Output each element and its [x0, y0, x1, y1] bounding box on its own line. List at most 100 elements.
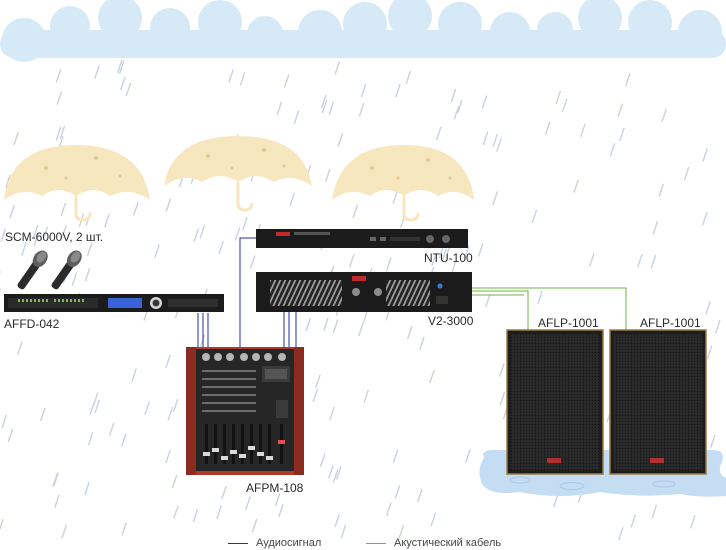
rain-drop	[194, 229, 198, 241]
rain-drop	[556, 91, 560, 103]
rain-drop	[497, 139, 501, 151]
rain-drop	[200, 226, 204, 238]
rain-drop	[590, 254, 594, 266]
rain-drop	[610, 144, 614, 156]
rain-drop	[329, 102, 333, 114]
rain-drop	[121, 78, 125, 90]
rain-drop	[335, 515, 339, 527]
speaker-right	[610, 330, 706, 474]
speaker-left	[507, 330, 603, 474]
rain-drop	[619, 528, 623, 540]
rain-drop	[222, 487, 226, 499]
label-player: NTU-100	[424, 251, 473, 265]
processor-affd-042	[4, 294, 224, 312]
rain-drop	[251, 256, 255, 268]
label-speaker-right: AFLP-1001	[640, 316, 701, 330]
rain-drop	[364, 390, 368, 402]
rain-drop	[324, 318, 328, 330]
rain-drop	[360, 104, 364, 116]
rain-drop	[484, 132, 488, 144]
rain-drop	[85, 269, 89, 281]
rain-drop	[711, 435, 715, 447]
rain-drop	[326, 169, 330, 181]
rain-drop	[253, 519, 257, 531]
legend-audio-swatch	[228, 543, 248, 544]
rain-drop	[546, 122, 550, 134]
rain-drop	[338, 134, 342, 146]
rain-drop	[168, 408, 172, 420]
legend-audio-label: Аудиосигнал	[256, 537, 321, 549]
rain-drop	[396, 486, 400, 498]
rain-drop	[277, 103, 281, 115]
rain-drop	[420, 337, 424, 349]
rain-drop	[653, 222, 657, 234]
rain-drop	[364, 310, 368, 322]
rain-drop	[295, 111, 299, 123]
rain-drop	[350, 255, 354, 267]
rain-drop	[110, 423, 114, 435]
rain-drop	[145, 402, 149, 414]
label-speaker-left: AFLP-1001	[538, 316, 599, 330]
rain-drop	[359, 324, 363, 336]
label-mixer: AFPM-108	[246, 481, 303, 495]
rain-drop	[393, 191, 397, 203]
rain-drop	[134, 203, 138, 215]
rain-drop	[217, 506, 221, 518]
rain-drop	[466, 450, 470, 462]
rain-drop	[563, 99, 567, 111]
rain-drop	[620, 128, 624, 140]
rain-drop	[166, 355, 170, 367]
rain-drop	[166, 450, 170, 462]
rain-drop	[10, 206, 14, 218]
rain-drop	[126, 84, 130, 96]
rain-drop	[219, 242, 223, 254]
rain-drop	[18, 342, 22, 354]
rain-drop	[329, 466, 333, 478]
rain-drop	[387, 258, 391, 270]
rain-drop	[652, 506, 656, 518]
rain-drop	[708, 346, 712, 358]
label-microphones: SCM-6000V, 2 шт.	[5, 230, 103, 244]
rain-drop	[94, 393, 98, 405]
amplifier-v2-3000	[256, 272, 472, 312]
rain-drop	[89, 433, 93, 445]
rain-drop	[62, 526, 66, 538]
rain-drop	[122, 523, 126, 535]
rain-drop	[85, 483, 89, 495]
rain-drop	[246, 497, 250, 509]
clouds	[0, 0, 726, 62]
rain-drop	[500, 364, 504, 376]
rain-drop	[659, 184, 663, 196]
rain-drop	[716, 321, 720, 333]
rain-drop	[431, 513, 435, 525]
player-ntu-100	[256, 229, 468, 248]
rain-drop	[57, 92, 61, 104]
rain-drop	[406, 71, 410, 83]
rain-drop	[321, 454, 325, 466]
rain-drop	[452, 90, 456, 102]
rain-drop	[638, 255, 642, 267]
rain-drop	[22, 243, 26, 255]
rain-drop	[174, 400, 178, 412]
rain-drop	[703, 213, 707, 225]
rain-drop	[279, 505, 283, 517]
rain-drop	[0, 520, 3, 532]
rain-drop	[396, 85, 400, 97]
rain-drop	[554, 495, 558, 507]
legend-audio: Аудиосигнал	[228, 536, 321, 550]
rain-drop	[155, 245, 159, 257]
rain-drop	[14, 133, 18, 145]
rain-drop	[313, 389, 317, 401]
rain-drop	[335, 62, 339, 74]
rain-drop	[618, 104, 622, 116]
rain-drop	[241, 73, 245, 85]
rain-drop	[483, 96, 487, 108]
rain-drop	[574, 180, 578, 192]
rain-drop	[493, 134, 497, 146]
mixer-afpm-108	[186, 347, 304, 475]
rain-drop	[662, 109, 666, 121]
rain-drop	[95, 400, 99, 412]
rain-drop	[362, 85, 366, 97]
rain-drop	[132, 369, 136, 381]
